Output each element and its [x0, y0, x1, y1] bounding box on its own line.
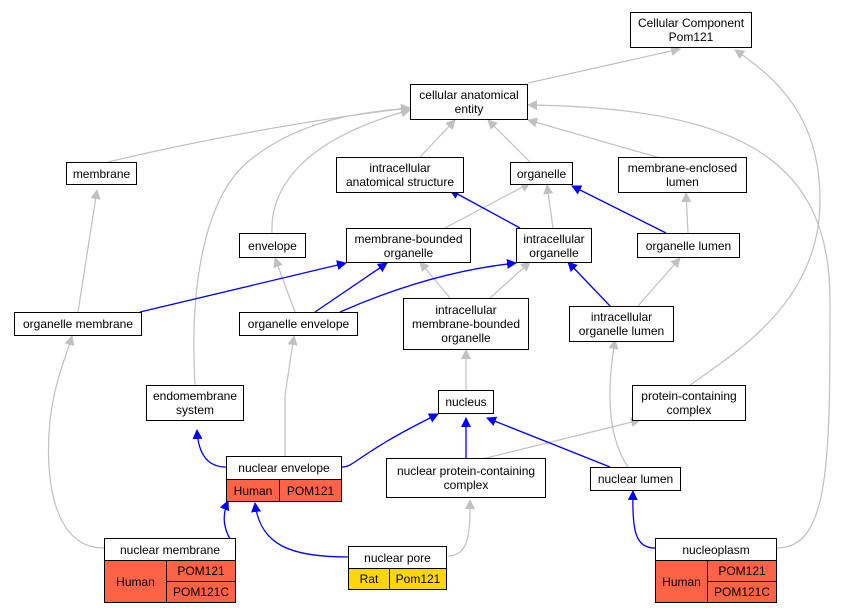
nucleoplasm-title: nucleoplasm	[656, 539, 776, 561]
edge-ol-to-organelle	[571, 185, 667, 234]
node-nuclear-lumen[interactable]: nuclear lumen	[590, 467, 681, 491]
node-cellular-anatomical-entity[interactable]: cellular anatomical entity	[410, 84, 528, 120]
node-organelle[interactable]: organelle	[510, 162, 573, 185]
node-membrane-bounded-organelle[interactable]: membrane-bounded organelle	[346, 228, 471, 263]
nuclear-pore-title: nuclear pore	[349, 547, 446, 569]
edge-orgmembrane-to-mbo	[139, 260, 347, 313]
node-protein-containing-complex[interactable]: protein-containing complex	[632, 385, 746, 421]
edge-orgenvelope-to-mbo	[314, 262, 388, 313]
edge-nucleoplasm-to-nuclearlumen	[627, 490, 656, 549]
node-nuclear-membrane[interactable]: nuclear membrane Human POM121 POM121C	[104, 538, 236, 603]
node-membrane-enclosed-lumen[interactable]: membrane-enclosed lumen	[618, 157, 747, 193]
nuclear-envelope-title: nuclear envelope	[227, 457, 341, 480]
species-label: Human	[656, 561, 707, 602]
gene-label: POM121	[166, 561, 235, 581]
edge-iol-to-io	[567, 261, 611, 307]
edge-nuclearenvelope-to-endomembrane	[192, 429, 227, 468]
edge-npcc-to-pcc	[469, 417, 641, 463]
node-intracellular-anatomical-structure[interactable]: intracellular anatomical structure	[336, 157, 464, 193]
edge-nuclearenvelope-to-orgenvelope	[284, 335, 298, 456]
node-endomembrane-system[interactable]: endomembrane system	[146, 385, 244, 421]
gene-label: POM121C	[707, 581, 776, 602]
edge-cae-to-cc	[527, 46, 681, 84]
gene-label: POM121	[279, 480, 341, 501]
gene-label: POM121C	[166, 581, 235, 602]
edge-ias-to-cae	[419, 119, 456, 158]
species-label: Human	[105, 561, 166, 602]
edge-ol-to-mel	[681, 192, 692, 234]
node-membrane[interactable]: membrane	[66, 162, 137, 185]
edge-pcc-to-cc	[689, 49, 821, 386]
edge-io-to-organelle	[543, 184, 554, 229]
node-nuclear-protein-containing-complex[interactable]: nuclear protein-containing complex	[386, 458, 546, 498]
node-nucleus[interactable]: nucleus	[438, 390, 494, 414]
edge-mel-to-cae	[527, 117, 661, 159]
node-envelope[interactable]: envelope	[239, 233, 306, 258]
species-label: Human	[227, 480, 279, 501]
edge-io-to-ias	[449, 189, 521, 229]
edge-organelle-to-cae	[487, 119, 531, 163]
node-intracellular-membrane-bounded-organelle[interactable]: intracellular membrane-bounded organelle	[403, 298, 529, 350]
node-nuclear-pore[interactable]: nuclear pore Rat Pom121	[348, 546, 447, 590]
node-nucleoplasm[interactable]: nucleoplasm Human POM121 POM121C	[655, 538, 777, 603]
gene-label: POM121	[707, 561, 776, 581]
edge-iol-to-ol	[637, 257, 681, 307]
edge-nuclearmembrane-to-orgmembrane	[47, 335, 105, 549]
species-label: Rat	[349, 569, 389, 589]
edge-membrane-to-cae	[107, 104, 411, 163]
node-organelle-envelope[interactable]: organelle envelope	[239, 312, 358, 336]
edge-nuclearpore-to-nuclearenvelope	[251, 502, 349, 558]
gene-label: Pom121	[389, 569, 446, 589]
edge-orgenvelope-to-envelope	[273, 257, 296, 313]
edge-imbo-to-io	[489, 261, 531, 299]
edge-nuclearpore-to-npcc	[447, 499, 475, 557]
node-cellular-component[interactable]: Cellular Component Pom121	[630, 12, 752, 48]
node-organelle-membrane[interactable]: organelle membrane	[14, 312, 142, 336]
node-organelle-lumen[interactable]: organelle lumen	[637, 233, 740, 258]
node-intracellular-organelle-lumen[interactable]: intracellular organelle lumen	[569, 306, 674, 342]
edge-nuclearlumen-to-iol	[608, 339, 629, 468]
edge-orgmembrane-to-membrane	[77, 189, 101, 313]
node-nuclear-envelope[interactable]: nuclear envelope Human POM121	[226, 456, 342, 502]
node-intracellular-organelle[interactable]: intracellular organelle	[516, 228, 592, 263]
nuclear-membrane-title: nuclear membrane	[105, 539, 235, 561]
edge-imbo-to-mbo	[419, 261, 451, 299]
